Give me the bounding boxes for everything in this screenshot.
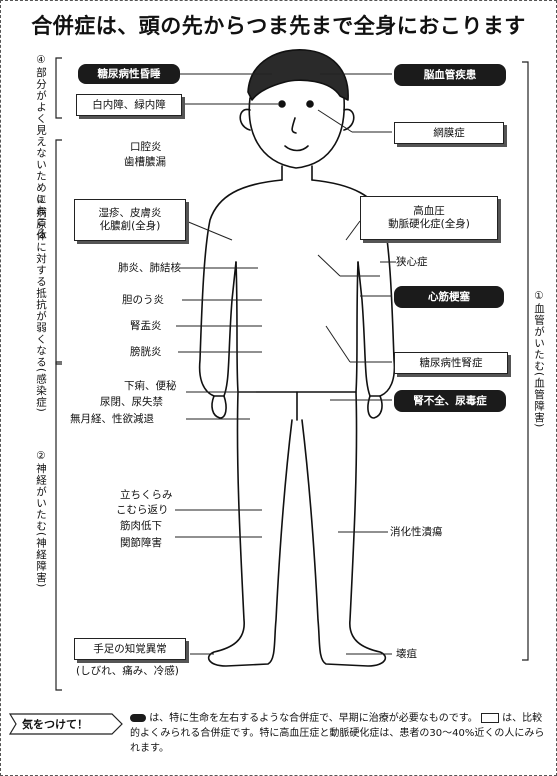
box-retinopathy: 網膜症 <box>394 122 504 144</box>
label-angina: 狭心症 <box>396 256 428 268</box>
label-muscle3: 筋肉低下 <box>120 520 162 532</box>
warning-banner-shape <box>8 713 123 735</box>
legend-dark-swatch <box>130 714 146 722</box>
box-hypertension: 高血圧 動脈硬化症(全身) <box>360 196 498 240</box>
label-muscle4: 関節障害 <box>120 537 162 549</box>
left-leg <box>207 391 293 667</box>
label-gum2: 口腔炎 <box>130 141 162 153</box>
label-gum: 歯槽膿漏 <box>124 156 166 168</box>
box-nephropathy: 糖尿病性腎症 <box>394 352 508 374</box>
left-hand <box>211 395 227 419</box>
torso <box>198 179 283 397</box>
page-title: 合併症は、頭の先からつま先まで全身におこります <box>31 14 526 38</box>
box-sensory: 手足の知覚異常 <box>74 638 186 660</box>
group-1-label: ①血管がいたむ(血管障害) <box>533 290 545 429</box>
right-hand <box>367 395 383 419</box>
waist <box>235 261 359 393</box>
box-infection: 湿疹、皮膚炎 化膿創(全身) <box>74 199 186 241</box>
box-diabetic-coma: 糖尿病性昏睡 <box>78 64 180 84</box>
legend-line-1: は、特に生命を左右するような合併症で、早期に治療が必要なものです。 <box>149 713 478 724</box>
nose <box>291 117 297 134</box>
warning-banner-text: 気をつけて！ <box>22 718 88 731</box>
label-gangrene: 壊疽 <box>396 648 417 660</box>
group-4-label: ④部分がよく見えないためにおこる <box>35 54 47 240</box>
label-pneumonia: 肺炎、肺結核 <box>118 262 181 274</box>
label-diarrhea: 下痢、便秘 <box>124 380 177 392</box>
mouth <box>284 145 309 152</box>
box-cataract: 白内障、緑内障 <box>76 94 182 116</box>
legend-note: は、特に生命を左右するような合併症で、早期に治療が必要なものです。 は、比較的よ… <box>130 711 545 756</box>
group-3-label: ③病原体に対する抵抗が弱くなる(感染症) <box>35 194 47 413</box>
legend-light-swatch <box>480 713 499 723</box>
box-heart-failure: 心筋梗塞 <box>394 286 504 308</box>
right-leg <box>301 391 387 667</box>
left-eye <box>278 100 286 108</box>
hair <box>247 49 349 101</box>
label-muscle1: 立ちくらみ <box>120 489 173 501</box>
group-2-label: ②神経がいたむ(神経障害) <box>35 450 47 589</box>
label-cystitis: 膀胱炎 <box>130 346 162 358</box>
label-urination: 尿閉、尿失禁 <box>100 396 163 408</box>
left-ear <box>239 108 251 131</box>
right-eye <box>306 100 314 108</box>
label-amenorrhea: 無月経、性欲減退 <box>70 413 154 425</box>
legend-line-2: は、比較的よくみられる合併症です。特に高血圧症と動脈硬化症は、患者の30～40%… <box>130 713 545 754</box>
label-muscle2: こむら返り <box>116 504 169 516</box>
label-neuropathy: 消化性潰瘍 <box>390 526 443 538</box>
label-pyelonephritis: 腎盂炎 <box>130 320 162 332</box>
label-sensory-sub: (しびれ、痛み、冷感) <box>76 665 179 677</box>
box-cerebrovascular: 脳血管疾患 <box>394 64 506 86</box>
label-cholecystitis: 胆のう炎 <box>122 294 164 306</box>
head <box>248 97 345 169</box>
box-renal-failure: 腎不全、尿毒症 <box>394 390 506 412</box>
warning-banner: 気をつけて！ <box>8 713 120 735</box>
right-ear <box>343 108 355 131</box>
neck <box>281 165 313 181</box>
